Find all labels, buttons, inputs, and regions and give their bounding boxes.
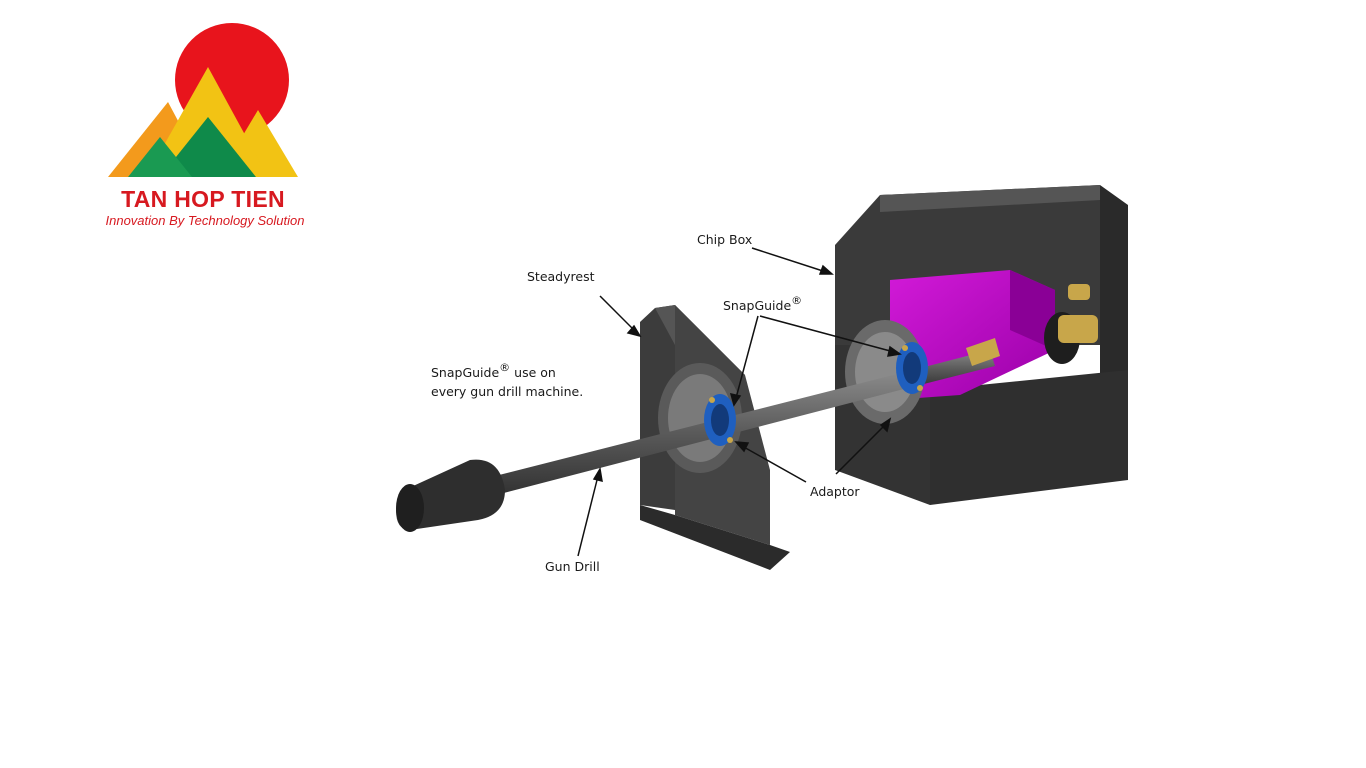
snapguide-name: SnapGuide bbox=[723, 298, 791, 313]
label-snapguide-note-line2: every gun drill machine. bbox=[431, 384, 583, 399]
label-steadyrest: Steadyrest bbox=[527, 269, 595, 284]
snapguide-note-rest: use on bbox=[510, 365, 556, 380]
gun-drill bbox=[396, 338, 1000, 532]
label-snapguide-note-line1: SnapGuide® use on bbox=[431, 361, 556, 380]
registered-mark: ® bbox=[791, 294, 802, 307]
drill-shaft bbox=[495, 372, 908, 494]
label-adaptor: Adaptor bbox=[810, 484, 860, 499]
brand-name: TAN HOP TIEN bbox=[121, 186, 285, 212]
label-snapguide: SnapGuide® bbox=[723, 294, 802, 313]
snapguide-chip-box bbox=[896, 342, 928, 394]
mountain-sun-icon bbox=[108, 23, 298, 177]
drill-tip bbox=[966, 338, 1000, 366]
brand-tagline: Innovation By Technology Solution bbox=[105, 213, 305, 228]
snapguide-steadyrest bbox=[704, 394, 736, 446]
chip-box bbox=[835, 185, 1128, 505]
company-logo: TAN HOP TIEN Innovation By Technology So… bbox=[78, 22, 328, 234]
callout-arrows bbox=[577, 247, 902, 557]
label-chip-box: Chip Box bbox=[697, 232, 752, 247]
label-gun-drill: Gun Drill bbox=[545, 559, 600, 574]
snapguide-note-name: SnapGuide bbox=[431, 365, 499, 380]
brass-fitting bbox=[1058, 315, 1098, 343]
registered-mark-note: ® bbox=[499, 361, 510, 374]
